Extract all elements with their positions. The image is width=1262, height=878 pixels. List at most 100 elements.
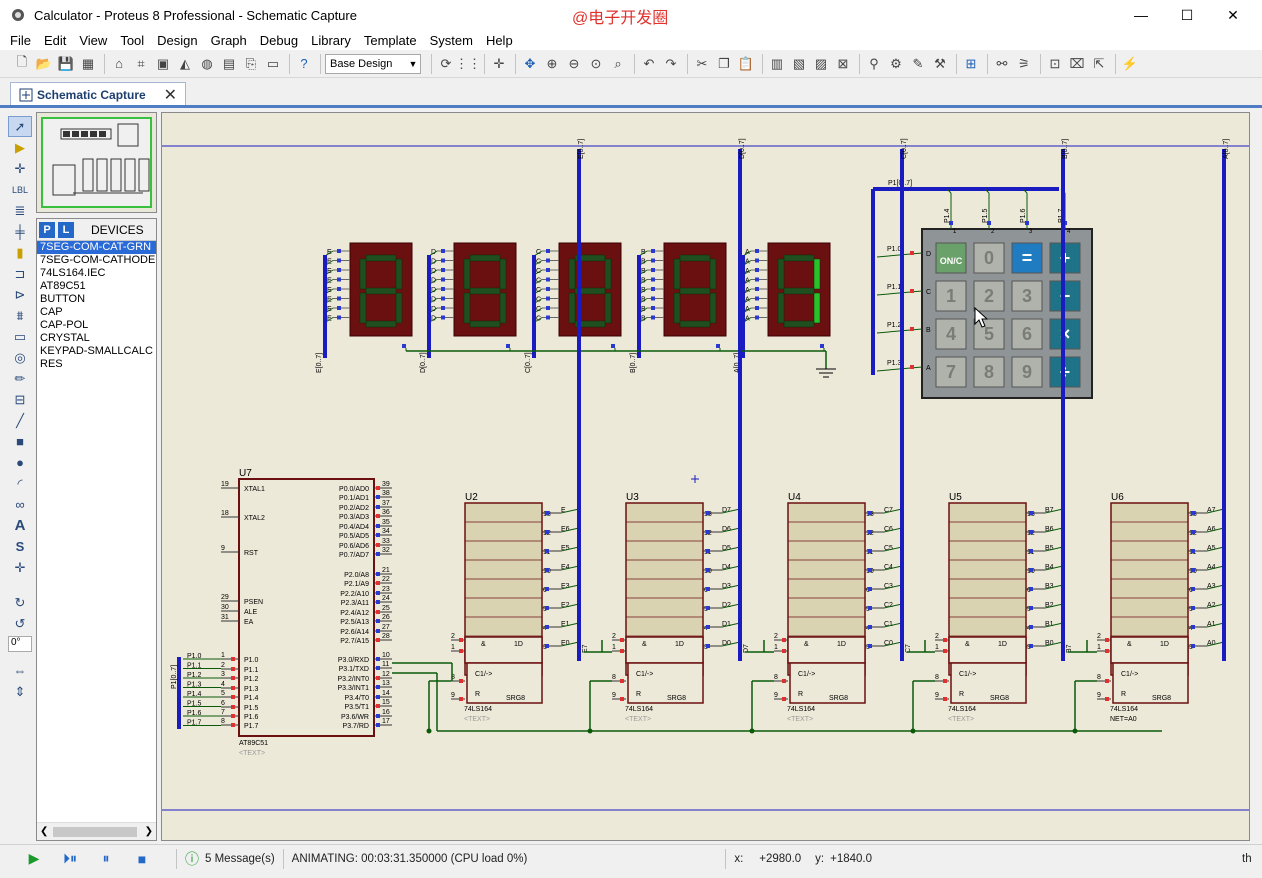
undo-icon[interactable]: ↶ [643, 55, 655, 71]
device-item[interactable]: RES [40, 358, 63, 370]
zoom-out-icon[interactable]: ⊖ [568, 55, 580, 71]
block-delete-icon[interactable]: ⊠ [837, 55, 849, 71]
library-manager-button[interactable]: L [58, 221, 74, 238]
help-icon[interactable]: ? [300, 56, 308, 71]
keypad-key[interactable]: = [1011, 242, 1043, 274]
pcb-icon[interactable]: ▣ [156, 55, 170, 71]
scrollbar-thumb[interactable] [53, 827, 137, 837]
pick-devices-button[interactable]: P [39, 221, 55, 238]
arc-2d-icon[interactable]: ◜ [17, 475, 23, 491]
schematic-canvas[interactable]: EEEEEEEEE[0..7]DDDDDDDDD[0..7]CCCCCCCCC[… [162, 113, 1250, 841]
subcircuit-mode-icon[interactable]: ▮ [16, 244, 24, 260]
pick-device-icon[interactable]: ⚲ [869, 55, 879, 71]
property-tool-icon[interactable]: ⚞ [1018, 55, 1030, 71]
close-tab-icon[interactable]: ✕ [163, 86, 177, 104]
wire-label-icon[interactable]: LBL [11, 184, 28, 195]
minimize-button[interactable]: — [1134, 7, 1148, 23]
component-mode-icon[interactable]: ▶ [15, 139, 25, 155]
terminals-mode-icon[interactable]: ⊐ [14, 265, 26, 281]
search-icon[interactable]: ⚯ [996, 55, 1008, 71]
origin-icon[interactable]: ✛ [493, 55, 505, 71]
virtual-instruments-icon[interactable]: ⊟ [14, 391, 26, 407]
remove-sheet-icon[interactable]: ⌧ [1069, 55, 1085, 71]
box-2d-icon[interactable]: ■ [16, 434, 24, 449]
path-2d-icon[interactable]: ∞ [15, 497, 25, 512]
device-item[interactable]: CAP [40, 306, 63, 318]
scroll-right-icon[interactable]: ❯ [144, 826, 153, 837]
packaging-tool-icon[interactable]: ✎ [912, 55, 924, 71]
rotate-ccw-icon[interactable]: ↺ [14, 615, 26, 631]
keypad-key[interactable]: ON/C [935, 242, 967, 274]
menu-debug[interactable]: Debug [259, 32, 299, 48]
block-move-icon[interactable]: ▧ [792, 55, 806, 71]
device-item[interactable]: 7SEG-COM-CAT-GRN [37, 241, 156, 254]
notes-icon[interactable]: ▭ [266, 55, 280, 71]
text-2d-icon[interactable]: A [14, 517, 26, 534]
circle-2d-icon[interactable]: ● [16, 455, 24, 470]
symbol-2d-icon[interactable]: S [15, 539, 25, 554]
wire-autorouter-icon[interactable]: ⊞ [965, 55, 977, 71]
block-copy-icon[interactable]: ▥ [770, 55, 784, 71]
pause-button[interactable]: ⏸ [102, 850, 110, 866]
device-item[interactable]: BUTTON [40, 293, 86, 305]
gerber-icon[interactable]: ◍ [201, 55, 213, 71]
device-item[interactable]: CAP-POL [40, 319, 89, 331]
schematic-icon[interactable]: ⌗ [137, 55, 145, 71]
menu-design[interactable]: Design [157, 32, 198, 48]
zoom-all-icon[interactable]: ⊙ [590, 55, 602, 71]
menu-help[interactable]: Help [485, 32, 513, 48]
overview-viewport[interactable] [41, 117, 152, 208]
open-folder-icon[interactable]: 📂 [35, 55, 53, 71]
device-item[interactable]: CRYSTAL [40, 332, 90, 344]
step-button[interactable]: ⏵⏸ [63, 850, 77, 866]
messages-count[interactable]: 5 Message(s) [205, 852, 275, 865]
make-device-icon[interactable]: ⚙ [890, 55, 902, 71]
menu-template[interactable]: Template [363, 32, 417, 48]
devices-horizontal-scrollbar[interactable]: ❮ ❯ [37, 822, 156, 840]
home-icon[interactable]: ⌂ [115, 56, 123, 71]
marker-2d-icon[interactable]: ✛ [14, 559, 26, 575]
keypad-key[interactable]: 9 [1011, 356, 1043, 388]
close-window-button[interactable]: ✕ [1227, 6, 1239, 23]
new-file-icon[interactable]: 🗋 [16, 53, 28, 69]
keypad-key[interactable]: 3 [1011, 280, 1043, 312]
voltage-probe-icon[interactable]: ✏ [14, 370, 26, 386]
keypad-key[interactable]: 2 [973, 280, 1005, 312]
source-code-icon[interactable]: ⎘ [245, 55, 257, 71]
paste-icon[interactable]: 📋 [737, 55, 755, 71]
keypad-key[interactable]: 4 [935, 318, 967, 350]
zoom-area-icon[interactable]: ⌕ [614, 55, 622, 71]
bom-icon[interactable]: ▤ [222, 55, 236, 71]
rotation-angle-field[interactable]: 0° [8, 636, 32, 652]
device-pins-icon[interactable]: ⊳ [14, 286, 26, 302]
buses-mode-icon[interactable]: ╪ [15, 224, 25, 239]
block-rotate-icon[interactable]: ▨ [814, 55, 828, 71]
keypad-key[interactable]: 6 [1011, 318, 1043, 350]
3d-view-icon[interactable]: ◭ [180, 55, 190, 71]
save-icon[interactable]: 💾 [57, 55, 75, 71]
decompose-icon[interactable]: ⚒ [934, 55, 946, 71]
zoom-in-icon[interactable]: ⊕ [546, 55, 558, 71]
grid-icon[interactable]: ⋮⋮ [455, 55, 481, 71]
scroll-left-icon[interactable]: ❮ [40, 826, 49, 837]
maximize-button[interactable]: ☐ [1180, 6, 1194, 23]
device-item[interactable]: 7SEG-COM-CATHODE [40, 254, 156, 266]
mirror-x-icon[interactable]: ⇔ [13, 663, 27, 678]
keypad-key[interactable]: 5 [973, 318, 1005, 350]
device-item[interactable]: KEYPAD-SMALLCALC [40, 345, 153, 357]
refresh-icon[interactable]: ⟳ [440, 55, 452, 71]
menu-system[interactable]: System [429, 32, 473, 48]
play-button[interactable]: ▶ [28, 850, 40, 866]
menu-tool[interactable]: Tool [120, 32, 145, 48]
copy-icon[interactable]: ❐ [718, 55, 730, 71]
line-2d-icon[interactable]: ╱ [16, 412, 24, 428]
tab-schematic-capture[interactable]: Schematic Capture ✕ [10, 82, 186, 106]
stop-button[interactable]: ■ [137, 850, 147, 867]
keypad-key[interactable]: 7 [935, 356, 967, 388]
rotate-cw-icon[interactable]: ↻ [14, 594, 26, 610]
selection-mode-icon[interactable]: ➚ [8, 116, 32, 137]
device-item[interactable]: AT89C51 [40, 280, 86, 292]
menu-graph[interactable]: Graph [210, 32, 247, 48]
goto-sheet-icon[interactable]: ⇱ [1093, 55, 1105, 71]
